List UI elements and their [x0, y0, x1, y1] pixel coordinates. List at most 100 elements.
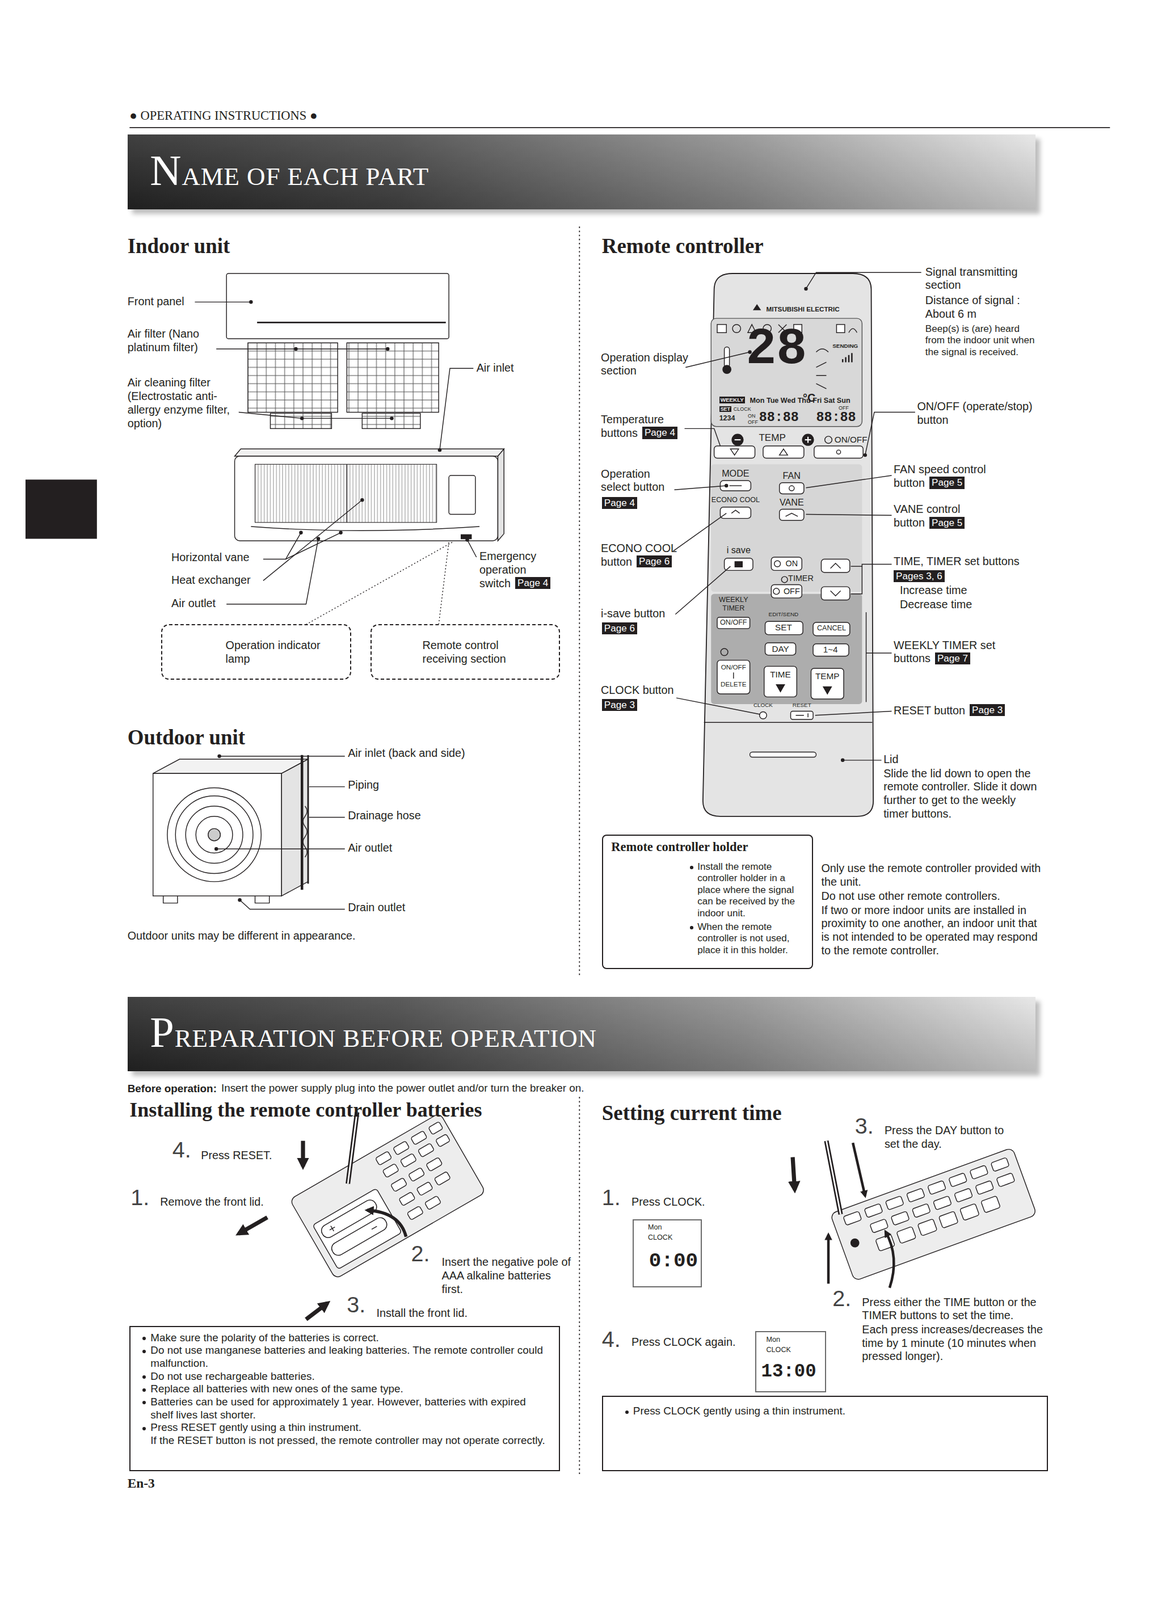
remote-marking: ON [785, 558, 799, 569]
remote-marking: RESET [792, 701, 812, 709]
part-label: Press CLOCK. [631, 1195, 706, 1210]
box-text: Remote control receiving section [422, 638, 536, 666]
page-reference: Page 4 [515, 577, 551, 589]
remote-marking: FAN [782, 470, 801, 482]
illustration-line [309, 786, 345, 787]
section-heading: Indoor unit [127, 233, 231, 259]
part-label: Front panel [127, 295, 185, 309]
illustration-rect [400, 1153, 417, 1168]
illustration-rect [398, 1191, 416, 1206]
illustration-polyline [238, 412, 393, 419]
illustration-rect [270, 413, 332, 429]
part-label: Operation select button [600, 467, 678, 495]
illustration-rect [771, 557, 802, 571]
illustration-g [214, 754, 242, 902]
illustration-rect [933, 1196, 953, 1211]
page-reference: Page 7 [935, 652, 971, 665]
band-title: PREPARATION BEFORE OPERATION [149, 1011, 597, 1055]
illustration-rect [765, 621, 804, 635]
illustration-g [375, 1121, 475, 1221]
part-label: Air filter (Nano platinum filter) [127, 327, 215, 355]
section-heading: Installing the remote controller batteri… [129, 1097, 482, 1123]
illustration-line [675, 566, 731, 615]
illustration-circle [167, 787, 261, 882]
illustration-line [238, 1217, 268, 1235]
illustration-path [367, 1210, 406, 1237]
remote-marking: Mon Tue Wed Thu Fri Sat Sun [750, 396, 851, 406]
page-reference: Page 4 [601, 497, 638, 509]
remote-marking: 1234 [719, 414, 736, 423]
illustration-g [724, 287, 867, 762]
illustration-rect [996, 1172, 1016, 1187]
step-number: 1. [601, 1186, 621, 1210]
symbol-legend-box: Operation indicator lamp [161, 624, 351, 680]
illustration-polygon [281, 759, 309, 896]
illustration-path [795, 713, 808, 718]
part-label: Press RESET. [200, 1148, 272, 1163]
illustration-line [578, 226, 580, 978]
illustration-rect [710, 594, 862, 705]
illustration-polygon [497, 448, 504, 541]
illustration-line [734, 439, 742, 441]
illustration-line [805, 475, 892, 488]
illustration-rect [938, 1211, 958, 1229]
remote-marking: TIMER [788, 573, 814, 584]
illustration-rect [890, 1211, 910, 1226]
remote-marking: TEMP [758, 432, 786, 444]
illustration-line [219, 755, 345, 757]
illustration-line [685, 351, 750, 368]
illustration-polyline [240, 899, 345, 909]
page-reference: Page 3 [969, 704, 1005, 717]
illustration-path [347, 1112, 357, 1184]
illustration-path [848, 328, 857, 333]
part-label: Install the front lid. [376, 1306, 467, 1321]
step-number: 3. [855, 1114, 874, 1138]
part-label: If two or more indoor units are installe… [821, 903, 1046, 958]
illustration-rect [821, 559, 850, 573]
remote-marking: i save [726, 544, 751, 556]
illustration-rect [247, 342, 338, 412]
illustration-path [307, 755, 310, 884]
illustration-path [731, 510, 740, 513]
section-band: NAME OF EACH PART [127, 134, 1036, 209]
illustration-rect [153, 773, 282, 896]
part-label: Distance of signal : About 6 m [925, 293, 1046, 321]
illustration-line [676, 697, 760, 715]
remote-marking: OFF [747, 419, 759, 426]
remote-marking: CANCEL [817, 624, 846, 633]
illustration-rect [790, 711, 814, 720]
part-label: Air outlet [171, 596, 216, 611]
part-label: Operation display section [600, 351, 691, 378]
illustration-g [289, 1112, 486, 1279]
illustration-path [805, 436, 812, 444]
part-label: Air outlet [347, 841, 393, 856]
part-label: Drainage hose [347, 809, 421, 823]
section-heading: Outdoor unit [127, 725, 246, 751]
illustration-circle [731, 434, 744, 446]
part-label: Drain outlet [347, 901, 406, 915]
box-text: Batteries can be used for approximately … [140, 1395, 551, 1422]
illustration-polygon [779, 448, 788, 456]
illustration-rect [424, 1195, 441, 1210]
illustration-line [852, 1142, 866, 1197]
illustration-circle [836, 449, 841, 454]
illustration-line [438, 541, 449, 625]
box-text: Press RESET gently using a thin instrume… [140, 1421, 551, 1435]
illustration-path [830, 590, 841, 596]
illustration-rect [417, 1143, 435, 1158]
illustration-line [866, 652, 892, 654]
illustration-path [702, 273, 874, 817]
part-label: Lid [883, 752, 899, 767]
remote-marking: WEEKLY TIMER [713, 595, 755, 613]
illustration-circle [185, 806, 243, 864]
illustration-rect [836, 324, 845, 333]
illustration-circle [759, 711, 768, 719]
illustration-circle [338, 531, 343, 535]
remote-marking: TIME [769, 669, 791, 680]
box-text: 13:00 [761, 1362, 817, 1382]
part-label: Press either the TIME button or the TIME… [861, 1295, 1048, 1323]
part-label: Press CLOCK again. [631, 1335, 736, 1350]
illustration-line [729, 485, 743, 486]
remote-marking: ON/OFF [721, 663, 747, 672]
illustration-rect [375, 1151, 393, 1166]
